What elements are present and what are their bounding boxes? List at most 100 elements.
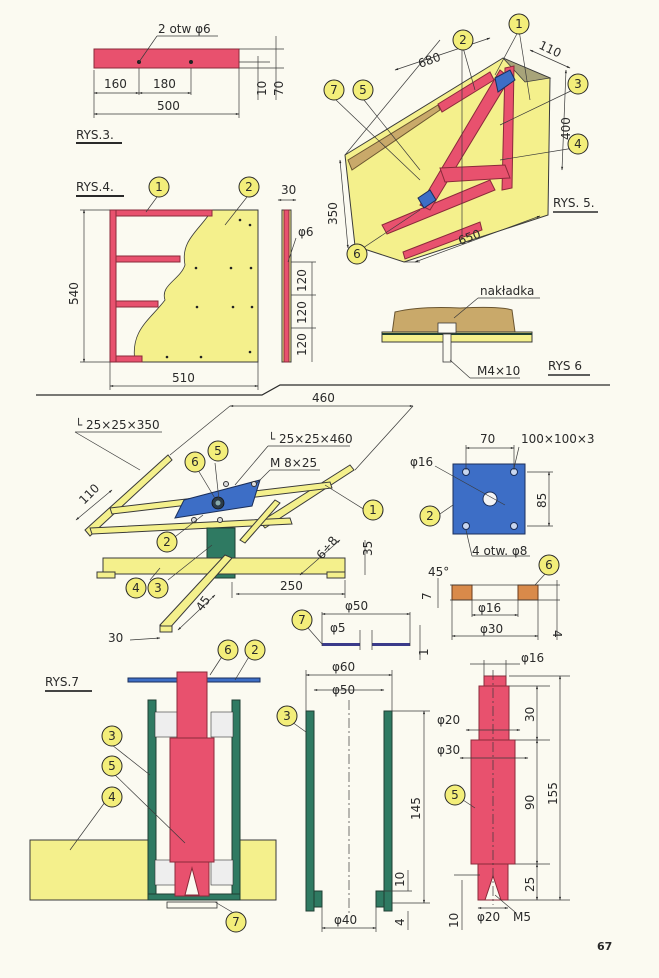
shaft-5 [176,671,208,739]
dim-90: 90 [523,795,537,810]
svg-text:3: 3 [283,709,291,723]
dim-680: 680 [416,50,442,71]
thread-label: M5 [513,910,531,924]
callout-5: 5 [207,440,229,462]
sleeve-wall-right [383,710,393,912]
edge-view [283,209,290,363]
callout-1: 1 [508,13,530,35]
dim-inner: φ50 [332,683,355,697]
center-hole: φ16 [410,455,433,469]
svg-text:7: 7 [298,613,306,627]
disc-left [322,643,360,646]
dim-540: 540 [67,282,81,305]
callout-2: 2 [238,176,260,198]
bearing-bottom-right [210,859,234,886]
figure-label: RYS.3. [76,128,114,142]
figure-disc-7: φ50 φ5 1 7 [291,599,431,660]
svg-text:2: 2 [251,643,259,657]
figure-rys5: 680 650 110 400 350 1 2 3 4 5 6 7 RYS. 5… [323,13,598,265]
part-label: nakładka [480,284,534,298]
svg-text:3: 3 [154,581,162,595]
callout-7: 7 [323,79,345,101]
callout-6: 6 [346,243,368,265]
callout-3: 3 [276,705,298,727]
dim-bottom: φ40 [334,913,357,927]
page-number: 67 [597,940,613,953]
section-divider [36,384,610,396]
dim-7: 7 [420,592,434,600]
screw-label: M4×10 [477,364,520,378]
svg-text:3: 3 [574,77,582,91]
callout-6: 6 [538,554,560,576]
dim-4: 4 [550,630,564,638]
disc-right [372,643,410,646]
callout-5: 5 [352,79,374,101]
angle-bar [93,48,240,69]
svg-text:6: 6 [545,558,553,572]
dim-500: 500 [157,99,180,113]
bolt-label: M 8×25 [270,456,317,470]
dim-10: 10 [255,81,269,96]
angle-short-label: └ 25×25×350 [75,417,160,432]
callout-7: 7 [225,911,247,933]
figure-rys6: nakładka M4×10 RYS 6 [381,284,590,379]
angle-long-label: └ 25×25×460 [268,431,353,446]
svg-text:4: 4 [574,137,582,151]
callout-1: 1 [362,499,384,521]
callout-4: 4 [125,577,147,599]
callout-6: 6 [184,451,206,473]
shaft-top [483,675,507,687]
callout-4: 4 [101,786,123,808]
svg-text:5: 5 [451,788,459,802]
dim-10: 10 [447,913,461,928]
dim-top: φ16 [521,651,544,665]
dim-350: 350 [326,202,340,225]
svg-text:1: 1 [155,180,163,194]
dim-145: 145 [409,797,423,820]
svg-text:1: 1 [369,503,377,517]
svg-text:1: 1 [515,17,523,31]
svg-text:6: 6 [353,247,361,261]
callout-7: 7 [291,609,313,631]
dim-thickness: 1 [417,648,431,656]
dim-70: 70 [272,81,286,96]
svg-text:6: 6 [191,455,199,469]
plate-size: 100×100×3 [521,432,595,446]
callout-2: 2 [156,531,178,553]
svg-text:4: 4 [108,790,116,804]
figure-washer-6: φ16 φ30 45° 7 4 6 [420,554,564,640]
dim-160: 160 [104,77,127,91]
callout-4: 4 [567,133,589,155]
dim-inner: φ16 [478,601,501,615]
dim-d20-bottom: φ20 [477,910,500,924]
dim-250: 250 [280,579,303,593]
svg-text:5: 5 [359,83,367,97]
holes-note: 4 otw. φ8 [472,544,527,558]
figure-label: RYS.4. [76,180,114,194]
svg-text:4: 4 [132,581,140,595]
dim-30: 30 [523,707,537,722]
dim-hole-6: φ6 [298,225,314,239]
dim-85: 85 [535,493,549,508]
callout-2: 2 [452,29,474,51]
dim-pitch-3: 120 [295,333,309,356]
dim-70: 70 [480,432,495,446]
dim-180: 180 [153,77,176,91]
figure-rys4: 540 510 30 φ6 120 120 120 1 2 RYS.4. [67,176,316,390]
figure-label: RYS. 5. [553,196,595,210]
dim-4: 4 [393,918,407,926]
figure-rys7: RYS.7 6 2 3 5 4 7 [29,639,277,933]
washer-right [517,584,539,601]
dim-25: 25 [523,877,537,892]
callout-5: 5 [101,755,123,777]
dim-30: 30 [108,631,123,645]
svg-text:7: 7 [232,915,240,929]
svg-text:7: 7 [330,83,338,97]
figure-shaft-5: φ16 φ20 φ30 30 90 25 155 10 φ20 M5 5 [437,651,570,930]
callout-3: 3 [101,725,123,747]
dim-d30: φ30 [437,743,460,757]
dim-outer: φ50 [345,599,368,613]
dim-155: 155 [546,782,560,805]
dim-outer: φ60 [332,660,355,674]
